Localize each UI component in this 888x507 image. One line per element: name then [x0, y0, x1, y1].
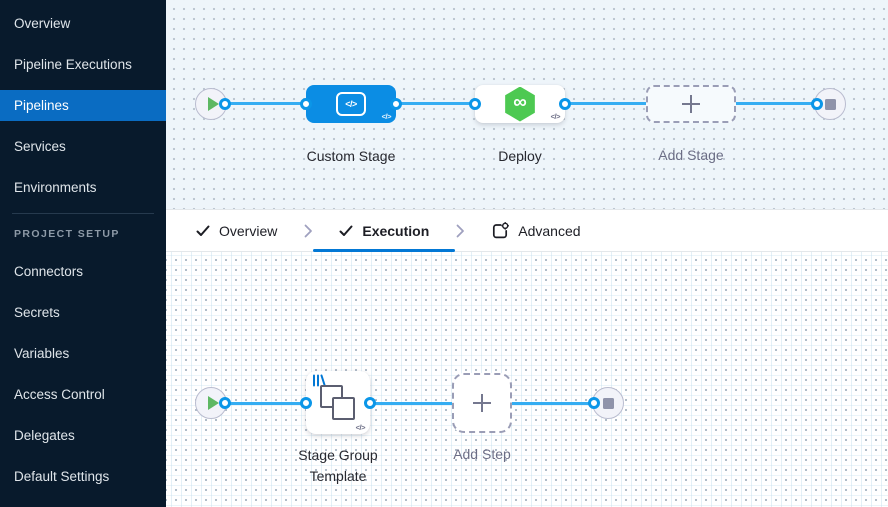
template-badge-icon [312, 374, 326, 392]
code-badge-icon: </> [381, 112, 392, 121]
link-port [219, 397, 231, 409]
add-step-label: Add Step [453, 446, 511, 462]
tab-label: Execution [362, 222, 430, 239]
stage-label-custom-stage: Custom Stage [306, 148, 396, 164]
stage-group-icon [320, 384, 356, 421]
sidebar-item-services[interactable]: Services [14, 139, 66, 154]
plus-icon [473, 394, 491, 412]
step-label-stage-group-template: Stage Group Template [298, 447, 378, 484]
sidebar-nav: Overview Pipeline Executions Pipelines S… [0, 8, 166, 203]
link-port [559, 98, 571, 110]
add-stage-button[interactable] [646, 85, 736, 123]
sidebar-item-pipeline-executions[interactable]: Pipeline Executions [14, 57, 132, 72]
play-icon [207, 396, 219, 410]
sidebar-item-default-settings[interactable]: Default Settings [14, 469, 110, 484]
play-icon [207, 97, 219, 111]
sidebar-item-overview[interactable]: Overview [14, 16, 71, 31]
code-badge-icon: </> [355, 423, 366, 432]
sidebar-item-environments[interactable]: Environments [14, 180, 97, 195]
infinity-glyph: ∞ [513, 92, 527, 113]
link-port [469, 98, 481, 110]
project-setup-heading: PROJECT SETUP [14, 228, 120, 240]
stage-node-deploy[interactable]: ∞ </> [475, 85, 565, 123]
link-port [300, 397, 312, 409]
check-icon [339, 225, 353, 236]
cd-hexagon-icon: ∞ [505, 86, 535, 122]
sidebar-divider [12, 213, 154, 214]
execution-steps-canvas: </> Stage Group Template Add Step [166, 252, 888, 507]
check-icon [196, 225, 210, 236]
code-glyph: </> [345, 99, 357, 109]
pipeline-stages-canvas: </> </> ∞ </> Custom Stage [166, 0, 888, 209]
pipeline-start-node [195, 88, 227, 120]
link-port [811, 98, 823, 110]
step-node-stage-group-template[interactable]: </> [306, 371, 370, 434]
code-brackets-icon: </> [336, 92, 366, 116]
sidebar-item-secrets[interactable]: Secrets [14, 305, 60, 320]
tab-overview[interactable]: Overview [170, 210, 303, 251]
chevron-right-icon [303, 224, 313, 238]
add-step-button[interactable] [452, 373, 512, 433]
step-connector-line [211, 402, 608, 405]
sidebar-item-connectors[interactable]: Connectors [14, 264, 84, 279]
chevron-right-icon [455, 224, 465, 238]
tab-execution[interactable]: Execution [313, 210, 456, 252]
link-port [364, 397, 376, 409]
link-port [390, 98, 402, 110]
stop-icon [602, 397, 614, 409]
link-port [300, 98, 312, 110]
advanced-settings-icon [493, 221, 510, 238]
link-port [219, 98, 231, 110]
sidebar-item-pipelines[interactable]: Pipelines [0, 90, 166, 121]
pipeline-studio: </> </> ∞ </> Custom Stage [166, 0, 888, 507]
sidebar-item-access-control[interactable]: Access Control [14, 387, 105, 402]
sidebar: Overview Pipeline Executions Pipelines S… [0, 0, 166, 507]
stage-label-deploy: Deploy [498, 148, 542, 164]
code-badge-icon: </> [550, 112, 561, 121]
stage-node-custom-stage[interactable]: </> </> [306, 85, 396, 123]
sidebar-setup-nav: Connectors Secrets Variables Access Cont… [0, 256, 166, 492]
link-port [588, 397, 600, 409]
stop-icon [824, 98, 836, 110]
stage-config-tabbar: Overview Execution Advanced [166, 209, 888, 252]
sidebar-item-variables[interactable]: Variables [14, 346, 70, 361]
add-stage-label: Add Stage [658, 147, 724, 163]
sidebar-item-delegates[interactable]: Delegates [14, 428, 75, 443]
tab-advanced[interactable]: Advanced [465, 210, 606, 251]
tab-label: Advanced [518, 222, 581, 239]
tab-label: Overview [219, 222, 278, 239]
plus-icon [682, 95, 700, 113]
